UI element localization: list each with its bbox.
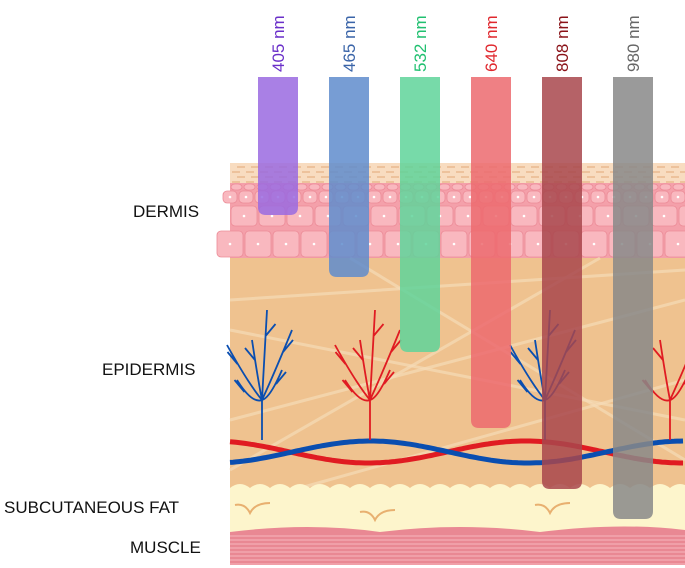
skin-cell bbox=[594, 183, 607, 191]
skin-cell bbox=[664, 230, 685, 258]
cell-nucleus bbox=[592, 242, 596, 246]
cell-nucleus bbox=[676, 242, 680, 246]
cell-nucleus bbox=[270, 214, 274, 218]
light-bar-465-nm bbox=[329, 77, 369, 277]
skin-cell bbox=[438, 183, 451, 191]
skin-cell bbox=[230, 183, 243, 191]
vein bbox=[229, 438, 684, 466]
cell-nucleus bbox=[532, 195, 536, 199]
cell-nucleus bbox=[228, 242, 232, 246]
fat-cell-mark bbox=[359, 509, 396, 523]
wavelength-label: 532 nm bbox=[411, 15, 430, 72]
layer-label-muscle: MUSCLE bbox=[130, 538, 201, 557]
cell-nucleus bbox=[244, 195, 248, 199]
cell-nucleus bbox=[324, 195, 328, 199]
cell-nucleus bbox=[388, 195, 392, 199]
skin-cell bbox=[308, 183, 321, 191]
cell-nucleus bbox=[308, 195, 312, 199]
wavelength-label: 405 nm bbox=[269, 15, 288, 72]
cell-nucleus bbox=[256, 242, 260, 246]
skin-cell bbox=[516, 183, 529, 191]
cell-nucleus bbox=[298, 214, 302, 218]
light-bar-808-nm bbox=[542, 77, 582, 489]
skin-cell bbox=[386, 183, 399, 191]
cell-nucleus bbox=[312, 242, 316, 246]
muscle bbox=[230, 526, 685, 565]
skin-cell bbox=[581, 183, 594, 191]
subcutaneous-fat bbox=[230, 484, 685, 532]
layer-label-dermis: DERMIS bbox=[133, 202, 200, 221]
collagen-fiber bbox=[229, 268, 685, 302]
cell-nucleus bbox=[468, 195, 472, 199]
capillary-branch bbox=[334, 309, 402, 440]
layer-label-epidermis: EPIDERMIS bbox=[102, 360, 196, 379]
skin-cell bbox=[678, 205, 685, 227]
cell-nucleus bbox=[372, 195, 376, 199]
capillary-branch bbox=[226, 309, 294, 440]
light-bar-980-nm bbox=[613, 77, 653, 519]
fat-cell-mark bbox=[534, 502, 571, 516]
cell-nucleus bbox=[466, 214, 470, 218]
cell-nucleus bbox=[662, 214, 666, 218]
skin-cell bbox=[243, 183, 256, 191]
skin-cell bbox=[451, 183, 464, 191]
cell-nucleus bbox=[242, 214, 246, 218]
layer-label-subcutaneous-fat: SUBCUTANEOUS FAT bbox=[4, 498, 180, 517]
cell-nucleus bbox=[452, 195, 456, 199]
cell-nucleus bbox=[676, 195, 680, 199]
skin-cell bbox=[529, 183, 542, 191]
light-bar-532-nm bbox=[400, 77, 440, 352]
cell-nucleus bbox=[536, 242, 540, 246]
collagen-fiber bbox=[229, 328, 685, 422]
cell-nucleus bbox=[326, 214, 330, 218]
fat-cell-mark bbox=[234, 502, 271, 516]
collagen-fiber bbox=[229, 298, 685, 422]
cell-nucleus bbox=[228, 195, 232, 199]
wavelength-labels: 405 nm 465 nm 532 nm 640 nm 808 nm 980 nm bbox=[269, 15, 643, 72]
cell-nucleus bbox=[596, 195, 600, 199]
cell-nucleus bbox=[284, 242, 288, 246]
skin-cell bbox=[672, 183, 685, 191]
cell-nucleus bbox=[516, 195, 520, 199]
cell-nucleus bbox=[396, 242, 400, 246]
light-bar-405-nm bbox=[258, 77, 298, 215]
collagen-fiber bbox=[229, 256, 601, 472]
wavelength-label: 465 nm bbox=[340, 15, 359, 72]
cell-nucleus bbox=[660, 195, 664, 199]
light-penetration-bars bbox=[258, 77, 653, 519]
skin-cell bbox=[373, 183, 386, 191]
cell-nucleus bbox=[368, 242, 372, 246]
wavelength-label: 640 nm bbox=[482, 15, 501, 72]
cell-nucleus bbox=[606, 214, 610, 218]
wavelength-label: 808 nm bbox=[553, 15, 572, 72]
skin-cell bbox=[659, 183, 672, 191]
cell-nucleus bbox=[382, 214, 386, 218]
cell-nucleus bbox=[522, 214, 526, 218]
cell-nucleus bbox=[452, 242, 456, 246]
wavelength-label: 980 nm bbox=[624, 15, 643, 72]
light-bar-640-nm bbox=[471, 77, 511, 428]
